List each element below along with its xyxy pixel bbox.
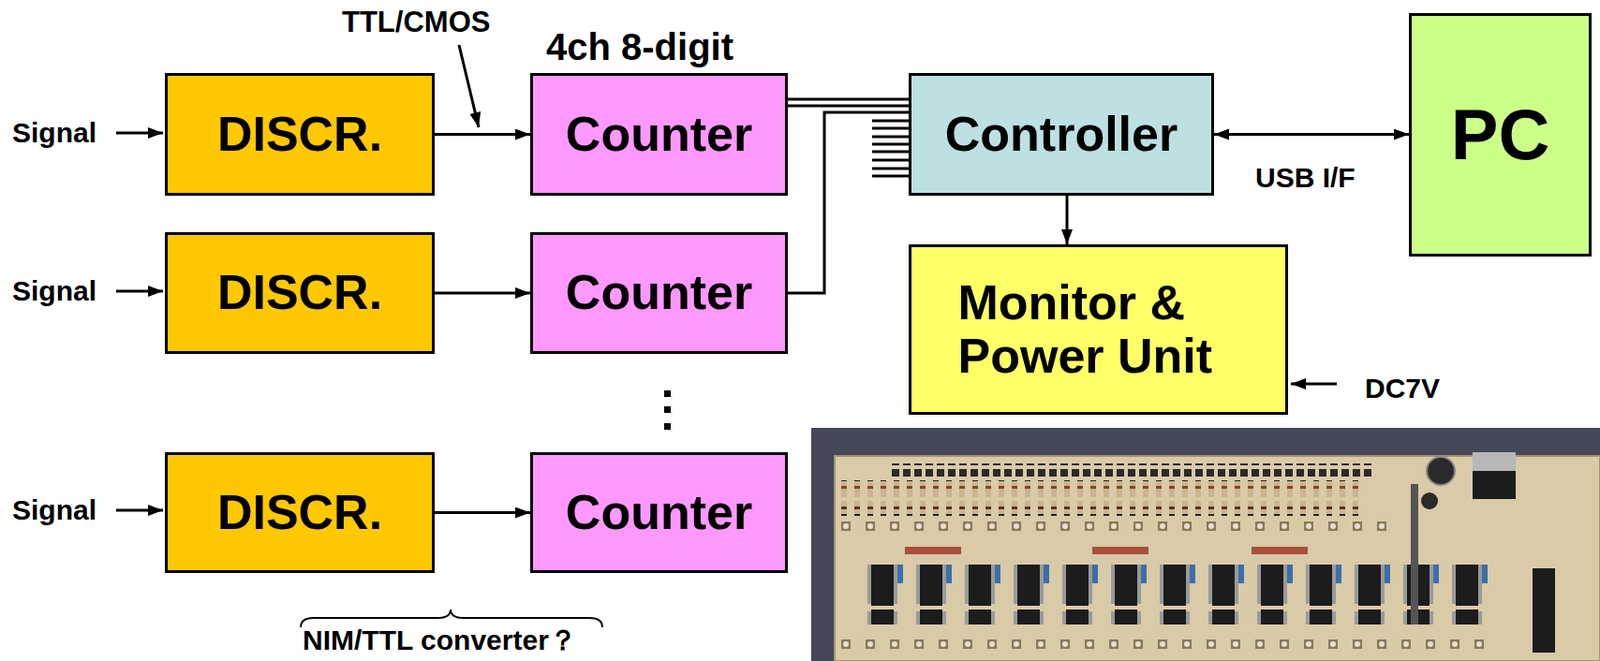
ellipsis-dot [664, 423, 671, 430]
connector [434, 511, 531, 515]
capacitor [1421, 492, 1438, 510]
bus-stub [872, 119, 909, 123]
red-resistor [904, 547, 962, 555]
connector [434, 133, 531, 136]
controller-box: Controller [908, 73, 1215, 196]
resistor-row [839, 480, 1364, 517]
counter-box: Counter [530, 73, 788, 196]
counter-box: Counter [530, 232, 788, 355]
signal-type-label: TTL/CMOS [341, 5, 490, 40]
bus-stub [872, 127, 909, 131]
box-text: Counter [565, 266, 753, 320]
regulator [1472, 471, 1516, 500]
bus-stub [872, 143, 909, 147]
pad-row [839, 636, 1486, 650]
bus-stub [872, 175, 909, 178]
discriminator-box: DISCR. [164, 452, 435, 574]
leader-arrow [459, 44, 479, 128]
counter-box: Counter [530, 452, 788, 574]
regulator-tab [1472, 452, 1516, 474]
ellipsis-dot [664, 406, 671, 414]
connector [787, 99, 909, 106]
trace [1410, 484, 1419, 625]
box-text: Controller [945, 107, 1178, 162]
bus-stub [872, 167, 909, 171]
ic-row [867, 564, 1501, 625]
connector [1214, 133, 1409, 136]
box-text: Monitor & Power Unit [958, 276, 1240, 384]
signal-arrow [116, 132, 163, 135]
signal-arrow [116, 290, 163, 294]
board-photo [811, 428, 1600, 661]
box-text: PC [1451, 95, 1551, 175]
power-unit-box: Monitor & Power Unit [908, 244, 1289, 415]
signal-label: Signal [12, 275, 97, 309]
ic-chip [1532, 568, 1556, 653]
counter-spec-label: 4ch 8-digit [546, 25, 734, 69]
bus-stub [872, 135, 909, 139]
red-resistor [1251, 547, 1308, 555]
signal-arrow [116, 509, 163, 513]
signal-label: Signal [12, 117, 97, 150]
connector [1066, 195, 1069, 245]
box-text: DISCR. [217, 266, 383, 320]
discriminator-box: DISCR. [164, 232, 435, 355]
note-label: NIM/TTL converter？ [302, 626, 578, 655]
capacitor [1426, 457, 1455, 486]
bus-stub [872, 150, 909, 154]
box-text: Counter [565, 486, 753, 540]
pc-box: PC [1408, 13, 1592, 257]
pad-row [839, 519, 1402, 534]
pcb-board [834, 456, 1600, 661]
signal-label: Signal [12, 494, 97, 528]
interface-label: USB I/F [1255, 162, 1356, 195]
connector [434, 292, 531, 296]
connector [787, 112, 909, 294]
brace [300, 609, 603, 628]
bus-stubs [872, 120, 909, 177]
box-text: DISCR. [217, 107, 383, 162]
box-text: Counter [565, 107, 753, 162]
power-arrow [1290, 383, 1337, 386]
discriminator-box: DISCR. [164, 73, 435, 196]
carpet [811, 428, 1600, 661]
red-resistor [1092, 547, 1149, 555]
power-label: DC7V [1364, 372, 1440, 406]
bus-stub [872, 159, 909, 163]
connector-row [888, 463, 1376, 477]
ellipsis-dot [664, 390, 671, 398]
box-text: DISCR. [217, 486, 383, 540]
